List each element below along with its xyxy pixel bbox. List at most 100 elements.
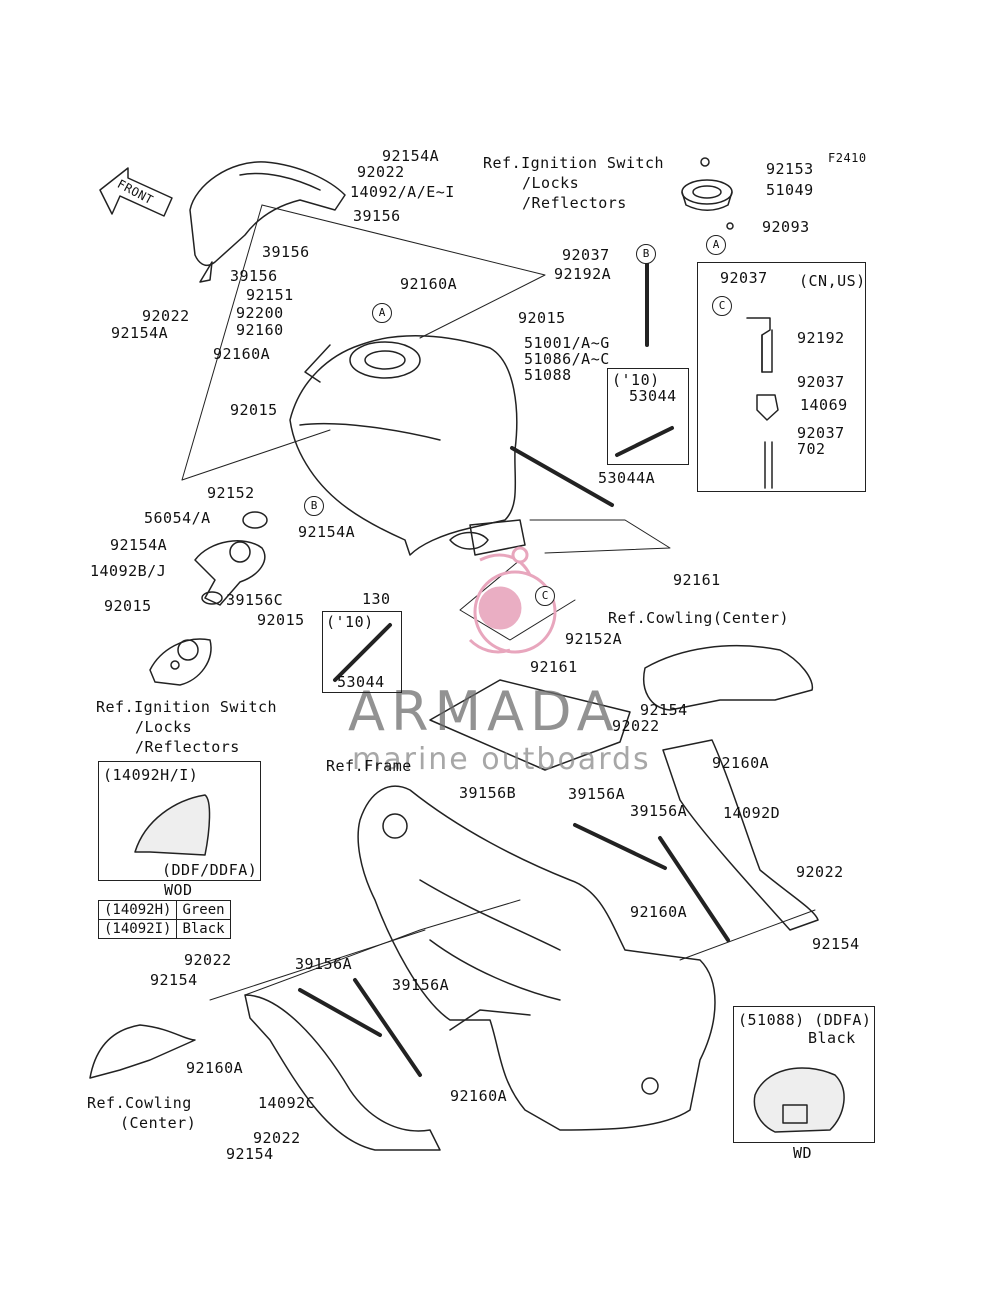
- part-label: 92160A: [213, 345, 271, 363]
- part-label: 92015: [257, 611, 305, 629]
- part-label: 92154: [226, 1145, 274, 1163]
- color-table: (14092H) Green (14092I) Black: [97, 900, 231, 939]
- inset-title: (14092H/I): [103, 766, 199, 784]
- ref-frame: Ref.Frame: [326, 757, 412, 775]
- inset-model: (DDF/DDFA): [162, 861, 258, 879]
- part-label: 702: [797, 440, 826, 458]
- callout-a: A: [372, 303, 392, 323]
- part-label: 92037: [562, 246, 610, 264]
- part-label: 92152A: [565, 630, 623, 648]
- part-label: 92154A: [382, 147, 440, 165]
- table-cell-part: (14092H): [97, 900, 178, 920]
- figure-code: F2410: [828, 151, 867, 165]
- table-cell-part: (14092I): [97, 919, 178, 939]
- part-label: 92160A: [400, 275, 458, 293]
- part-label: 51088: [524, 366, 572, 384]
- inset-year: ('10): [612, 371, 660, 389]
- part-label: 92022: [253, 1129, 301, 1147]
- ref-cowling-center-right: Ref.Cowling(Center): [608, 609, 790, 627]
- part-label: 14092D: [723, 804, 781, 822]
- part-label: 92152: [207, 484, 255, 502]
- part-label: 51001/A~G: [524, 334, 610, 352]
- part-label: 39156A: [568, 785, 626, 803]
- part-label: 92093: [762, 218, 810, 236]
- part-label: 92015: [518, 309, 566, 327]
- part-label: 14092/A/E~I: [350, 183, 455, 201]
- part-label: 14092B/J: [90, 562, 167, 580]
- part-label: 39156A: [630, 802, 688, 820]
- inset-14092hi: [98, 761, 261, 881]
- inset-51088: [733, 1006, 875, 1143]
- table-row: (14092I) Black: [97, 919, 231, 939]
- inset-10-left: [322, 611, 402, 693]
- part-label: 92022: [184, 951, 232, 969]
- part-label: 53044: [337, 673, 385, 691]
- armada-logo-icon: [468, 546, 557, 654]
- part-label: 92160A: [186, 1059, 244, 1077]
- part-label: 130: [362, 590, 391, 608]
- part-label: 39156: [230, 267, 278, 285]
- ref-ignition-left-3: /Reflectors: [135, 738, 240, 756]
- part-label: 92154A: [110, 536, 168, 554]
- inset-title: (CN,US): [799, 272, 866, 290]
- part-label: 92154: [640, 701, 688, 719]
- part-label: 39156C: [226, 591, 284, 609]
- callout-c: C: [535, 586, 555, 606]
- front-cover-14092-drawing: [189, 161, 346, 283]
- inset-color: Black: [808, 1029, 856, 1047]
- part-label: 56054/A: [144, 509, 211, 527]
- table-cell-color: Black: [176, 919, 231, 939]
- ref-ignition-left-1: Ref.Ignition Switch: [96, 698, 278, 716]
- ref-ignition-top-1: Ref.Ignition Switch: [483, 154, 665, 172]
- part-label: 92154: [150, 971, 198, 989]
- callout-b: B: [636, 244, 656, 264]
- inset-cn-us: [697, 262, 866, 492]
- part-label: 92022: [612, 717, 660, 735]
- fuel-tank-drawing: [289, 335, 526, 556]
- part-label: 92022: [796, 863, 844, 881]
- inset-year: ('10): [326, 613, 374, 631]
- callout-a: A: [706, 235, 726, 255]
- watermark-brand: ARMADA: [348, 680, 620, 743]
- part-label: 92161: [530, 658, 578, 676]
- part-label: 92161: [673, 571, 721, 589]
- callout-c: C: [712, 296, 732, 316]
- ref-cowling-left-1: Ref.Cowling: [87, 1094, 192, 1112]
- part-label: 14092C: [258, 1094, 316, 1112]
- part-label: 92015: [104, 597, 152, 615]
- table-row: (14092H) Green: [97, 900, 231, 920]
- part-label: 92037: [797, 373, 845, 391]
- part-label: 51086/A~C: [524, 350, 610, 368]
- part-label: 92192: [797, 329, 845, 347]
- part-label: 92154: [812, 935, 860, 953]
- part-label: 92160A: [630, 903, 688, 921]
- part-label: 92154A: [298, 523, 356, 541]
- part-label: 92015: [230, 401, 278, 419]
- part-label: 92160: [236, 321, 284, 339]
- part-label: 53044A: [598, 469, 656, 487]
- part-label: 92022: [357, 163, 405, 181]
- part-label: 39156A: [295, 955, 353, 973]
- watermark-tagline: marine outboards: [352, 742, 651, 777]
- part-label: 92037: [720, 269, 768, 287]
- part-label: 92200: [236, 304, 284, 322]
- part-label: 53044: [629, 387, 677, 405]
- fuel-cap-drawing: [681, 179, 733, 211]
- inset-10-right: [607, 368, 689, 465]
- ignition-switch-drawing: [149, 638, 212, 686]
- frame-drawing: [357, 785, 716, 1131]
- part-label: 92154A: [111, 324, 169, 342]
- ignition-bracket-drawing: [194, 511, 268, 606]
- part-label: 51049: [766, 181, 814, 199]
- part-label: 39156B: [459, 784, 517, 802]
- part-label: 39156: [353, 207, 401, 225]
- part-label: 14069: [800, 396, 848, 414]
- part-label: 39156: [262, 243, 310, 261]
- part-label: 92160A: [450, 1087, 508, 1105]
- front-arrow-icon: [99, 167, 173, 217]
- part-label: 92151: [246, 286, 294, 304]
- inset-caption: WD: [793, 1144, 813, 1162]
- part-label: 92037: [797, 424, 845, 442]
